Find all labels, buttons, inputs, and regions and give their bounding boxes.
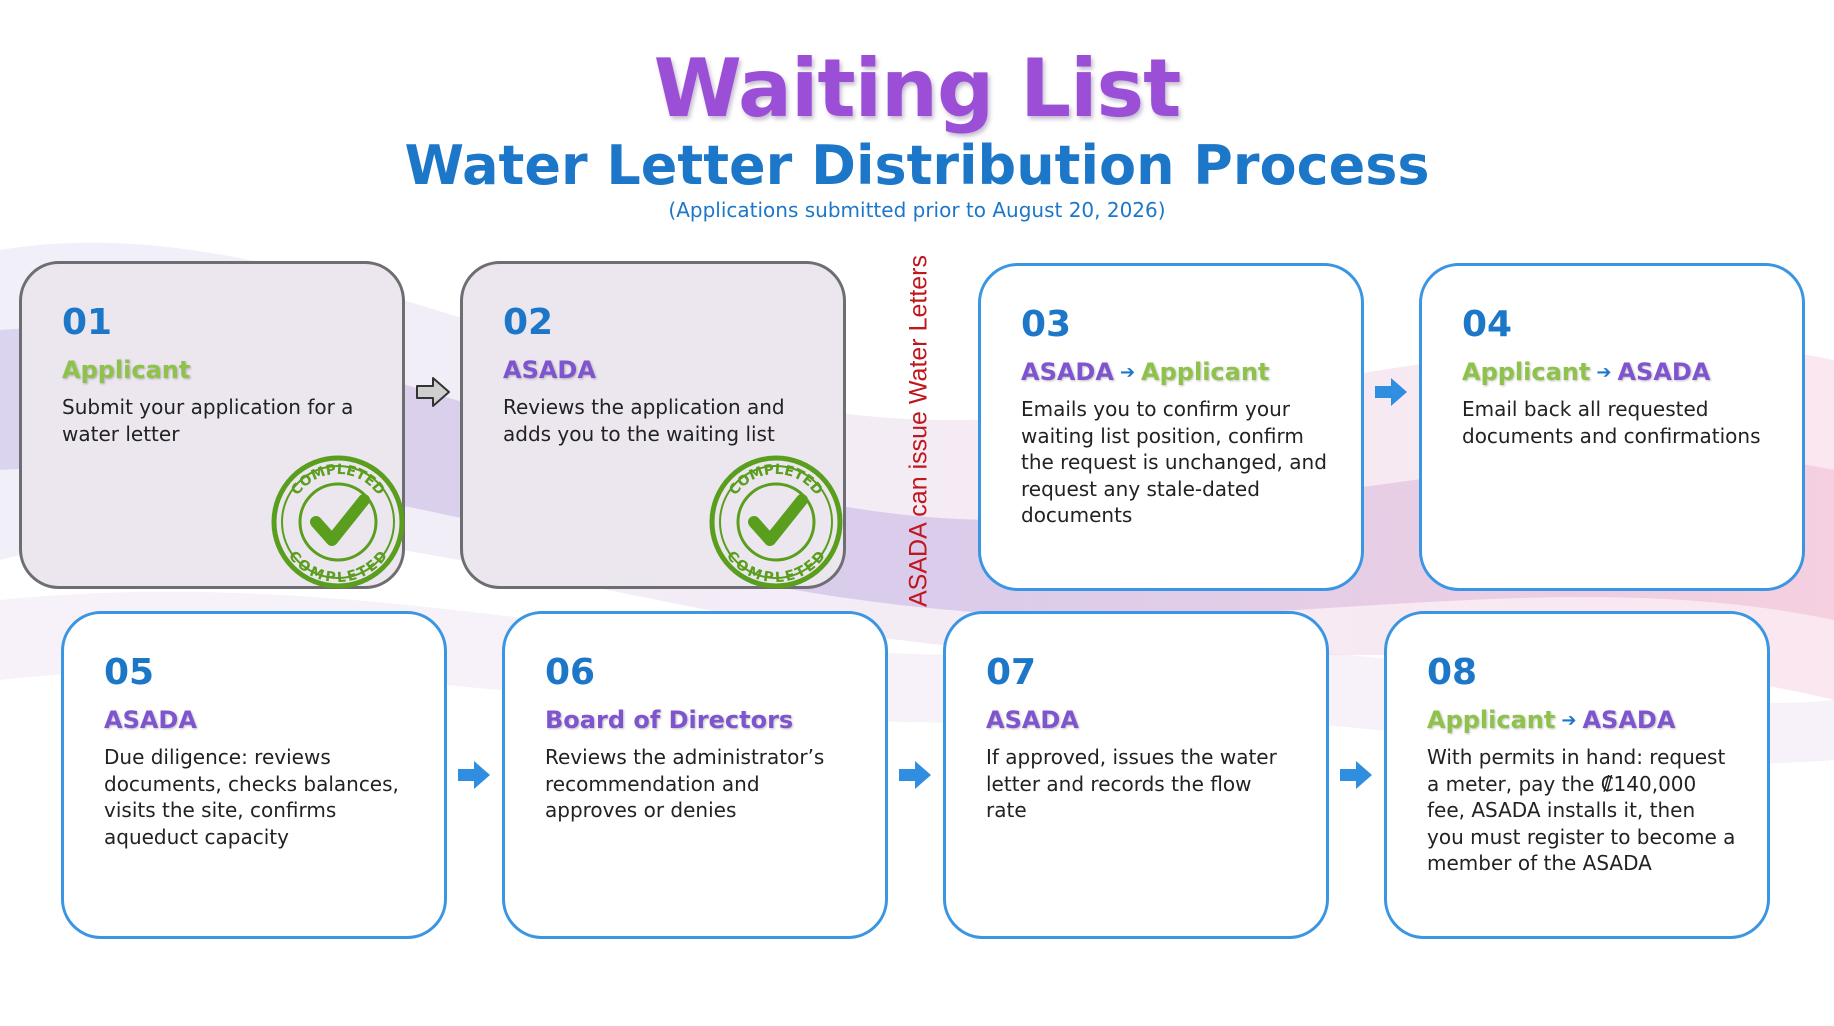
date-note: (Applications submitted prior to August …: [668, 198, 1166, 222]
step-card-04: 04 Applicant➔ASADA Email back all reques…: [1419, 263, 1805, 591]
step-description: If approved, issues the water letter and…: [986, 745, 1277, 822]
right-arrow-icon: [1375, 378, 1407, 406]
step-description: Due diligence: reviews documents, checks…: [104, 745, 399, 849]
step-actor: ASADA: [986, 706, 1079, 734]
step-description: With permits in hand: request a meter, p…: [1427, 745, 1736, 875]
right-arrow-icon: [1340, 761, 1372, 789]
step-actor: Board of Directors: [545, 706, 794, 734]
issue-water-letters-label: ASADA can issue Water Letters: [904, 254, 933, 608]
step-actors: Applicant➔ASADA: [1427, 706, 1675, 734]
from-actor: ASADA: [1021, 358, 1114, 386]
step-description: Reviews the administrator’s recommendati…: [545, 745, 825, 822]
step-card-03: 03 ASADA➔Applicant Emails you to confirm…: [978, 263, 1364, 591]
step-card-06: 06 Board of Directors Reviews the admini…: [502, 611, 888, 939]
completed-stamp-icon: COMPLETED COMPLETED: [271, 455, 405, 589]
right-arrow-icon: [899, 761, 931, 789]
step-description: Emails you to confirm your waiting list …: [1021, 397, 1327, 527]
step-actor: ASADA: [503, 356, 596, 384]
step-card-05: 05 ASADA Due diligence: reviews document…: [61, 611, 447, 939]
step-description: Email back all requested documents and c…: [1462, 397, 1761, 448]
step-number: 07: [986, 652, 1037, 693]
from-actor: Applicant: [1427, 706, 1556, 734]
to-actor: Applicant: [1141, 358, 1270, 386]
right-arrow-icon: [416, 377, 450, 407]
small-arrow-icon: ➔: [1561, 710, 1577, 731]
to-actor: ASADA: [1617, 358, 1711, 386]
right-arrow-icon: [458, 761, 490, 789]
step-number: 05: [104, 652, 155, 693]
step-number: 08: [1427, 652, 1478, 693]
step-card-08: 08 Applicant➔ASADA With permits in hand:…: [1384, 611, 1770, 939]
step-card-07: 07 ASADA If approved, issues the water l…: [943, 611, 1329, 939]
completed-stamp-icon: COMPLETED COMPLETED: [709, 455, 843, 589]
svg-text:COMPLETED: COMPLETED: [285, 548, 391, 586]
step-description: Submit your application for a water lett…: [62, 395, 354, 446]
step-actors: Applicant➔ASADA: [1462, 358, 1710, 386]
step-actors: ASADA➔Applicant: [1021, 358, 1269, 386]
step-description: Reviews the application and adds you to …: [503, 395, 785, 446]
page-subtitle: Water Letter Distribution Process: [404, 134, 1430, 197]
svg-text:COMPLETED: COMPLETED: [723, 548, 829, 586]
step-actor: ASADA: [104, 706, 197, 734]
small-arrow-icon: ➔: [1596, 362, 1612, 383]
step-number: 04: [1462, 304, 1513, 345]
page-title: Waiting List: [653, 42, 1182, 135]
small-arrow-icon: ➔: [1119, 362, 1136, 383]
step-number: 06: [545, 652, 596, 693]
step-number: 03: [1021, 304, 1072, 345]
step-number: 01: [62, 302, 113, 343]
step-actor: Applicant: [62, 356, 191, 384]
step-number: 02: [503, 302, 554, 343]
from-actor: Applicant: [1462, 358, 1591, 386]
to-actor: ASADA: [1582, 706, 1676, 734]
